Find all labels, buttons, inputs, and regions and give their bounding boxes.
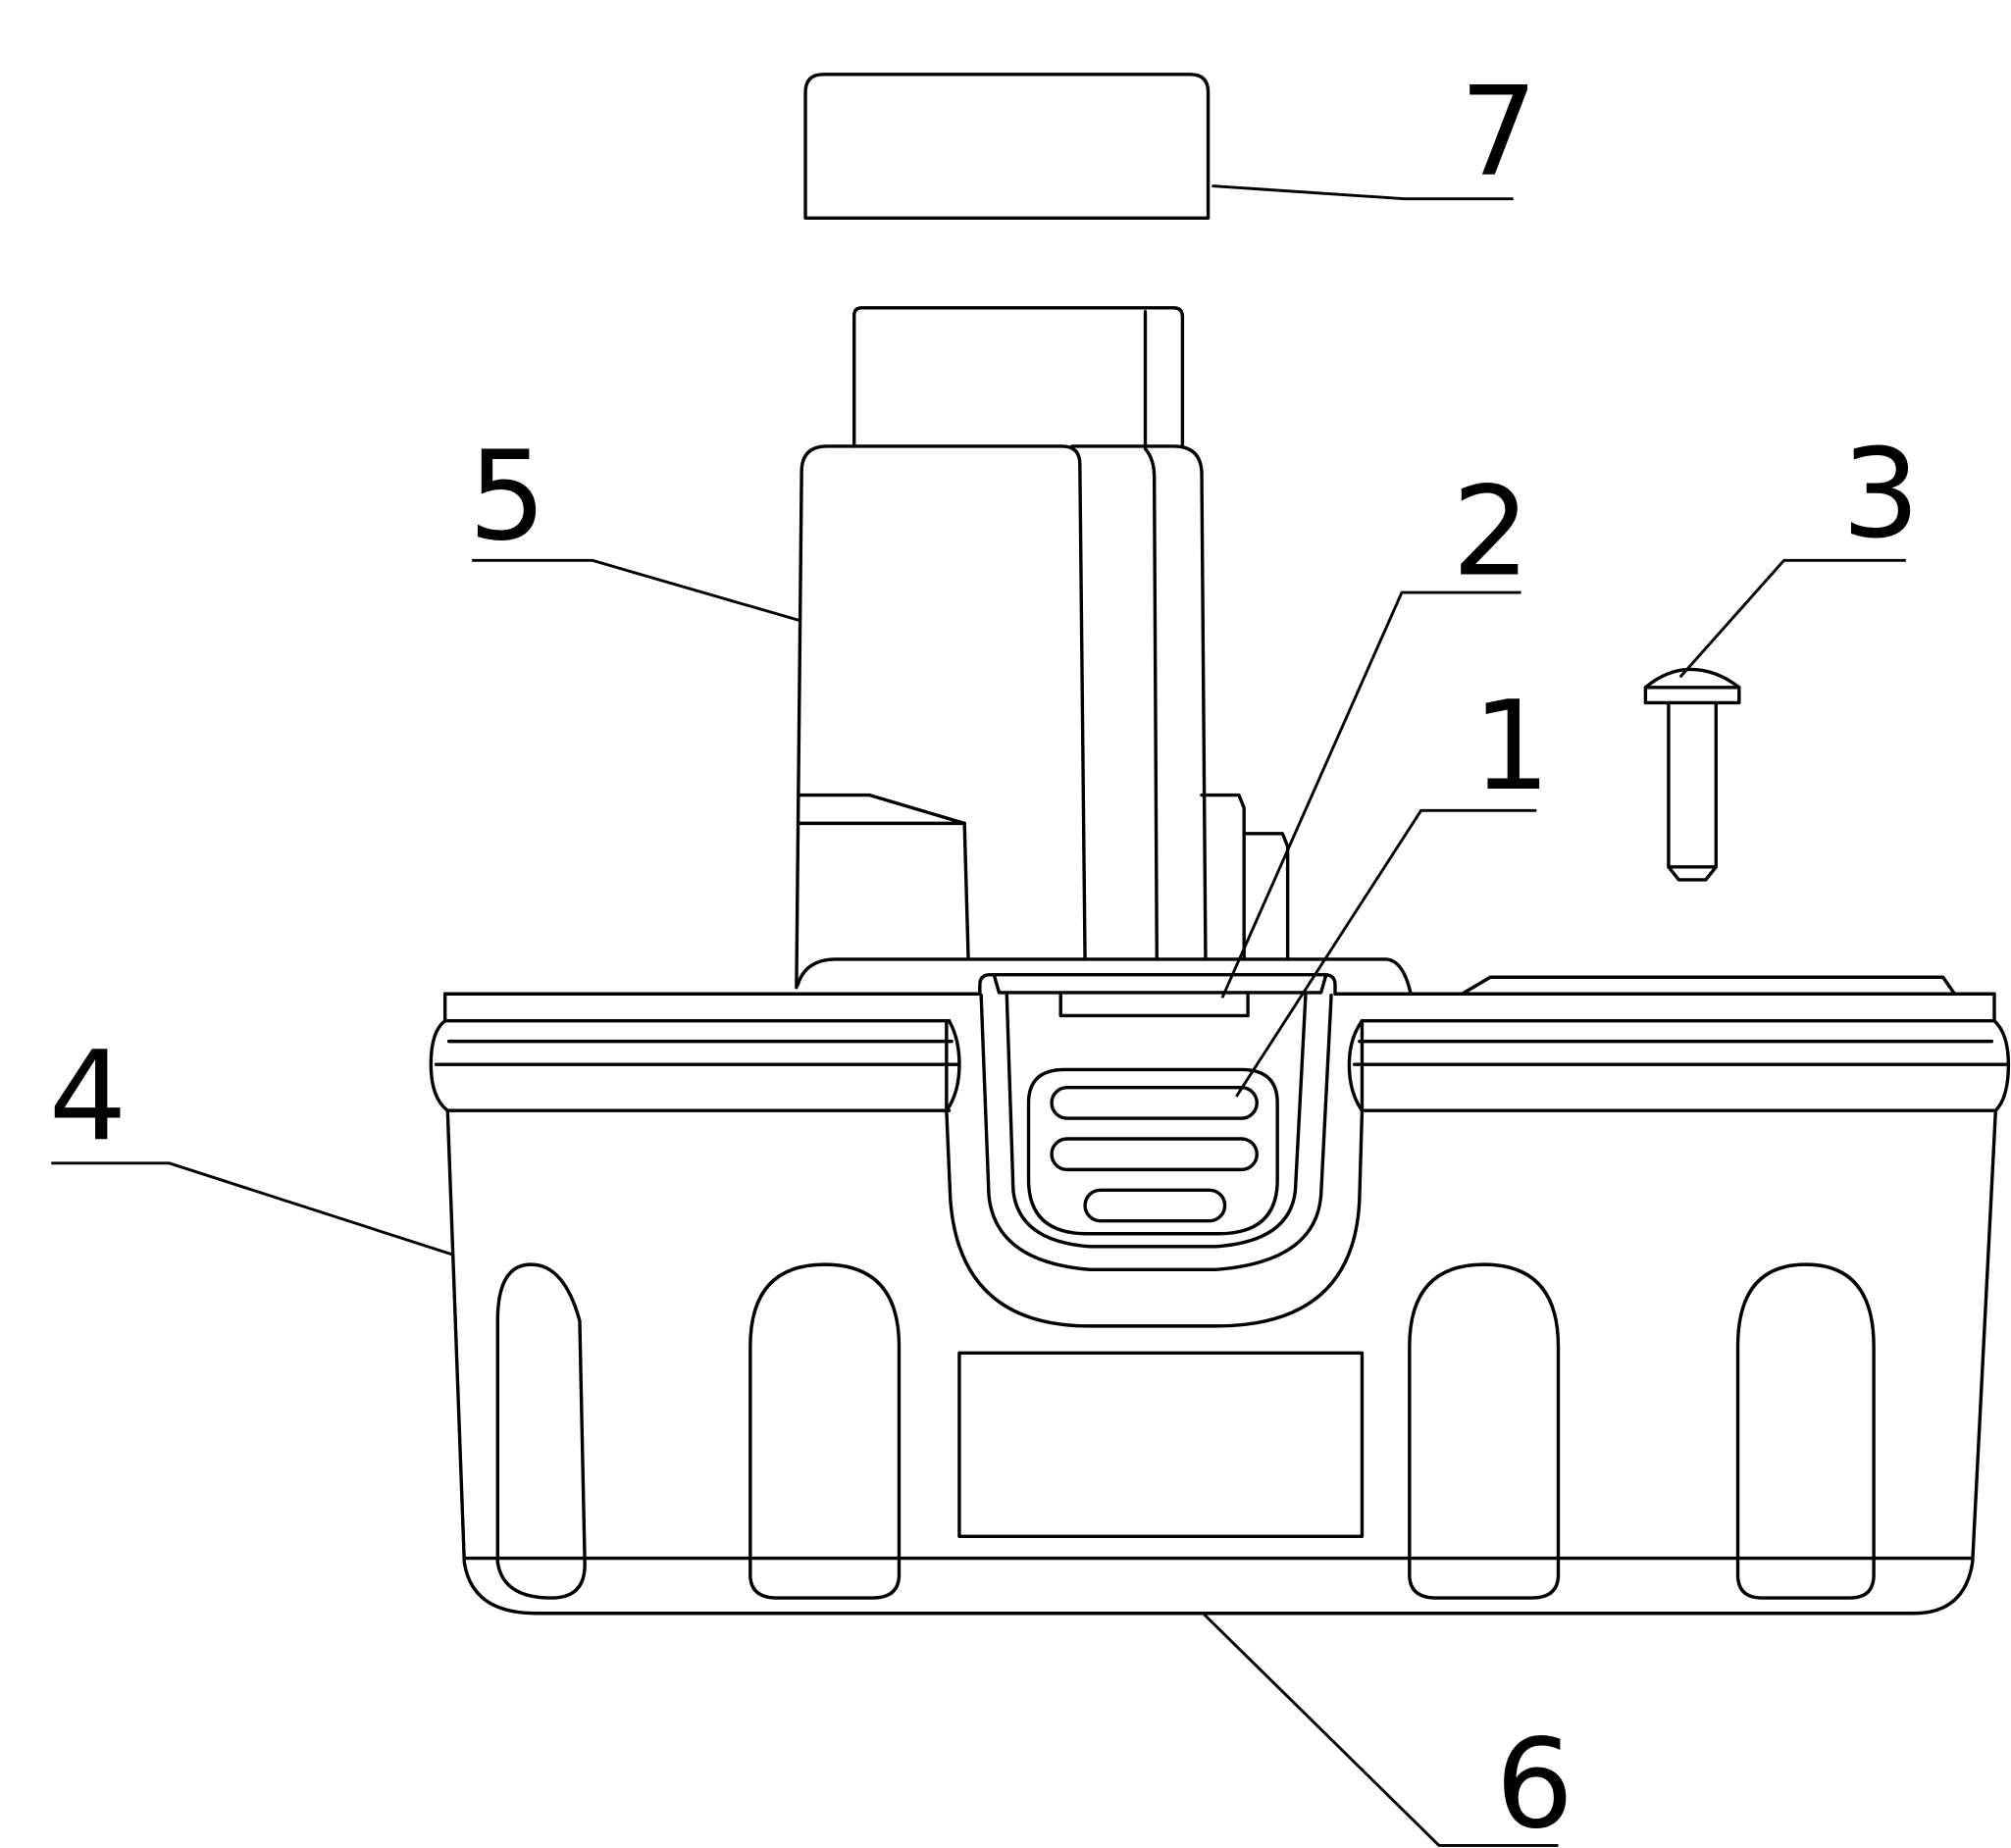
part-2-latch — [796, 957, 1413, 1018]
label-4: 4 — [49, 1024, 128, 1168]
label-1: 1 — [1472, 674, 1551, 818]
label-5: 5 — [468, 424, 546, 568]
part-4-housing — [429, 975, 2011, 1616]
reference-labels: 7 5 2 3 1 4 6 — [49, 60, 1921, 1848]
part-5-core — [795, 306, 1290, 990]
part-3-screw — [1643, 667, 1741, 882]
label-6: 6 — [1495, 1712, 1573, 1848]
label-7: 7 — [1460, 60, 1538, 204]
label-2: 2 — [1452, 460, 1530, 604]
label-3: 3 — [1841, 422, 1920, 566]
leader-lines — [51, 184, 1906, 1847]
part-7-cap — [803, 73, 1211, 220]
part-1-button — [1026, 1067, 1279, 1236]
